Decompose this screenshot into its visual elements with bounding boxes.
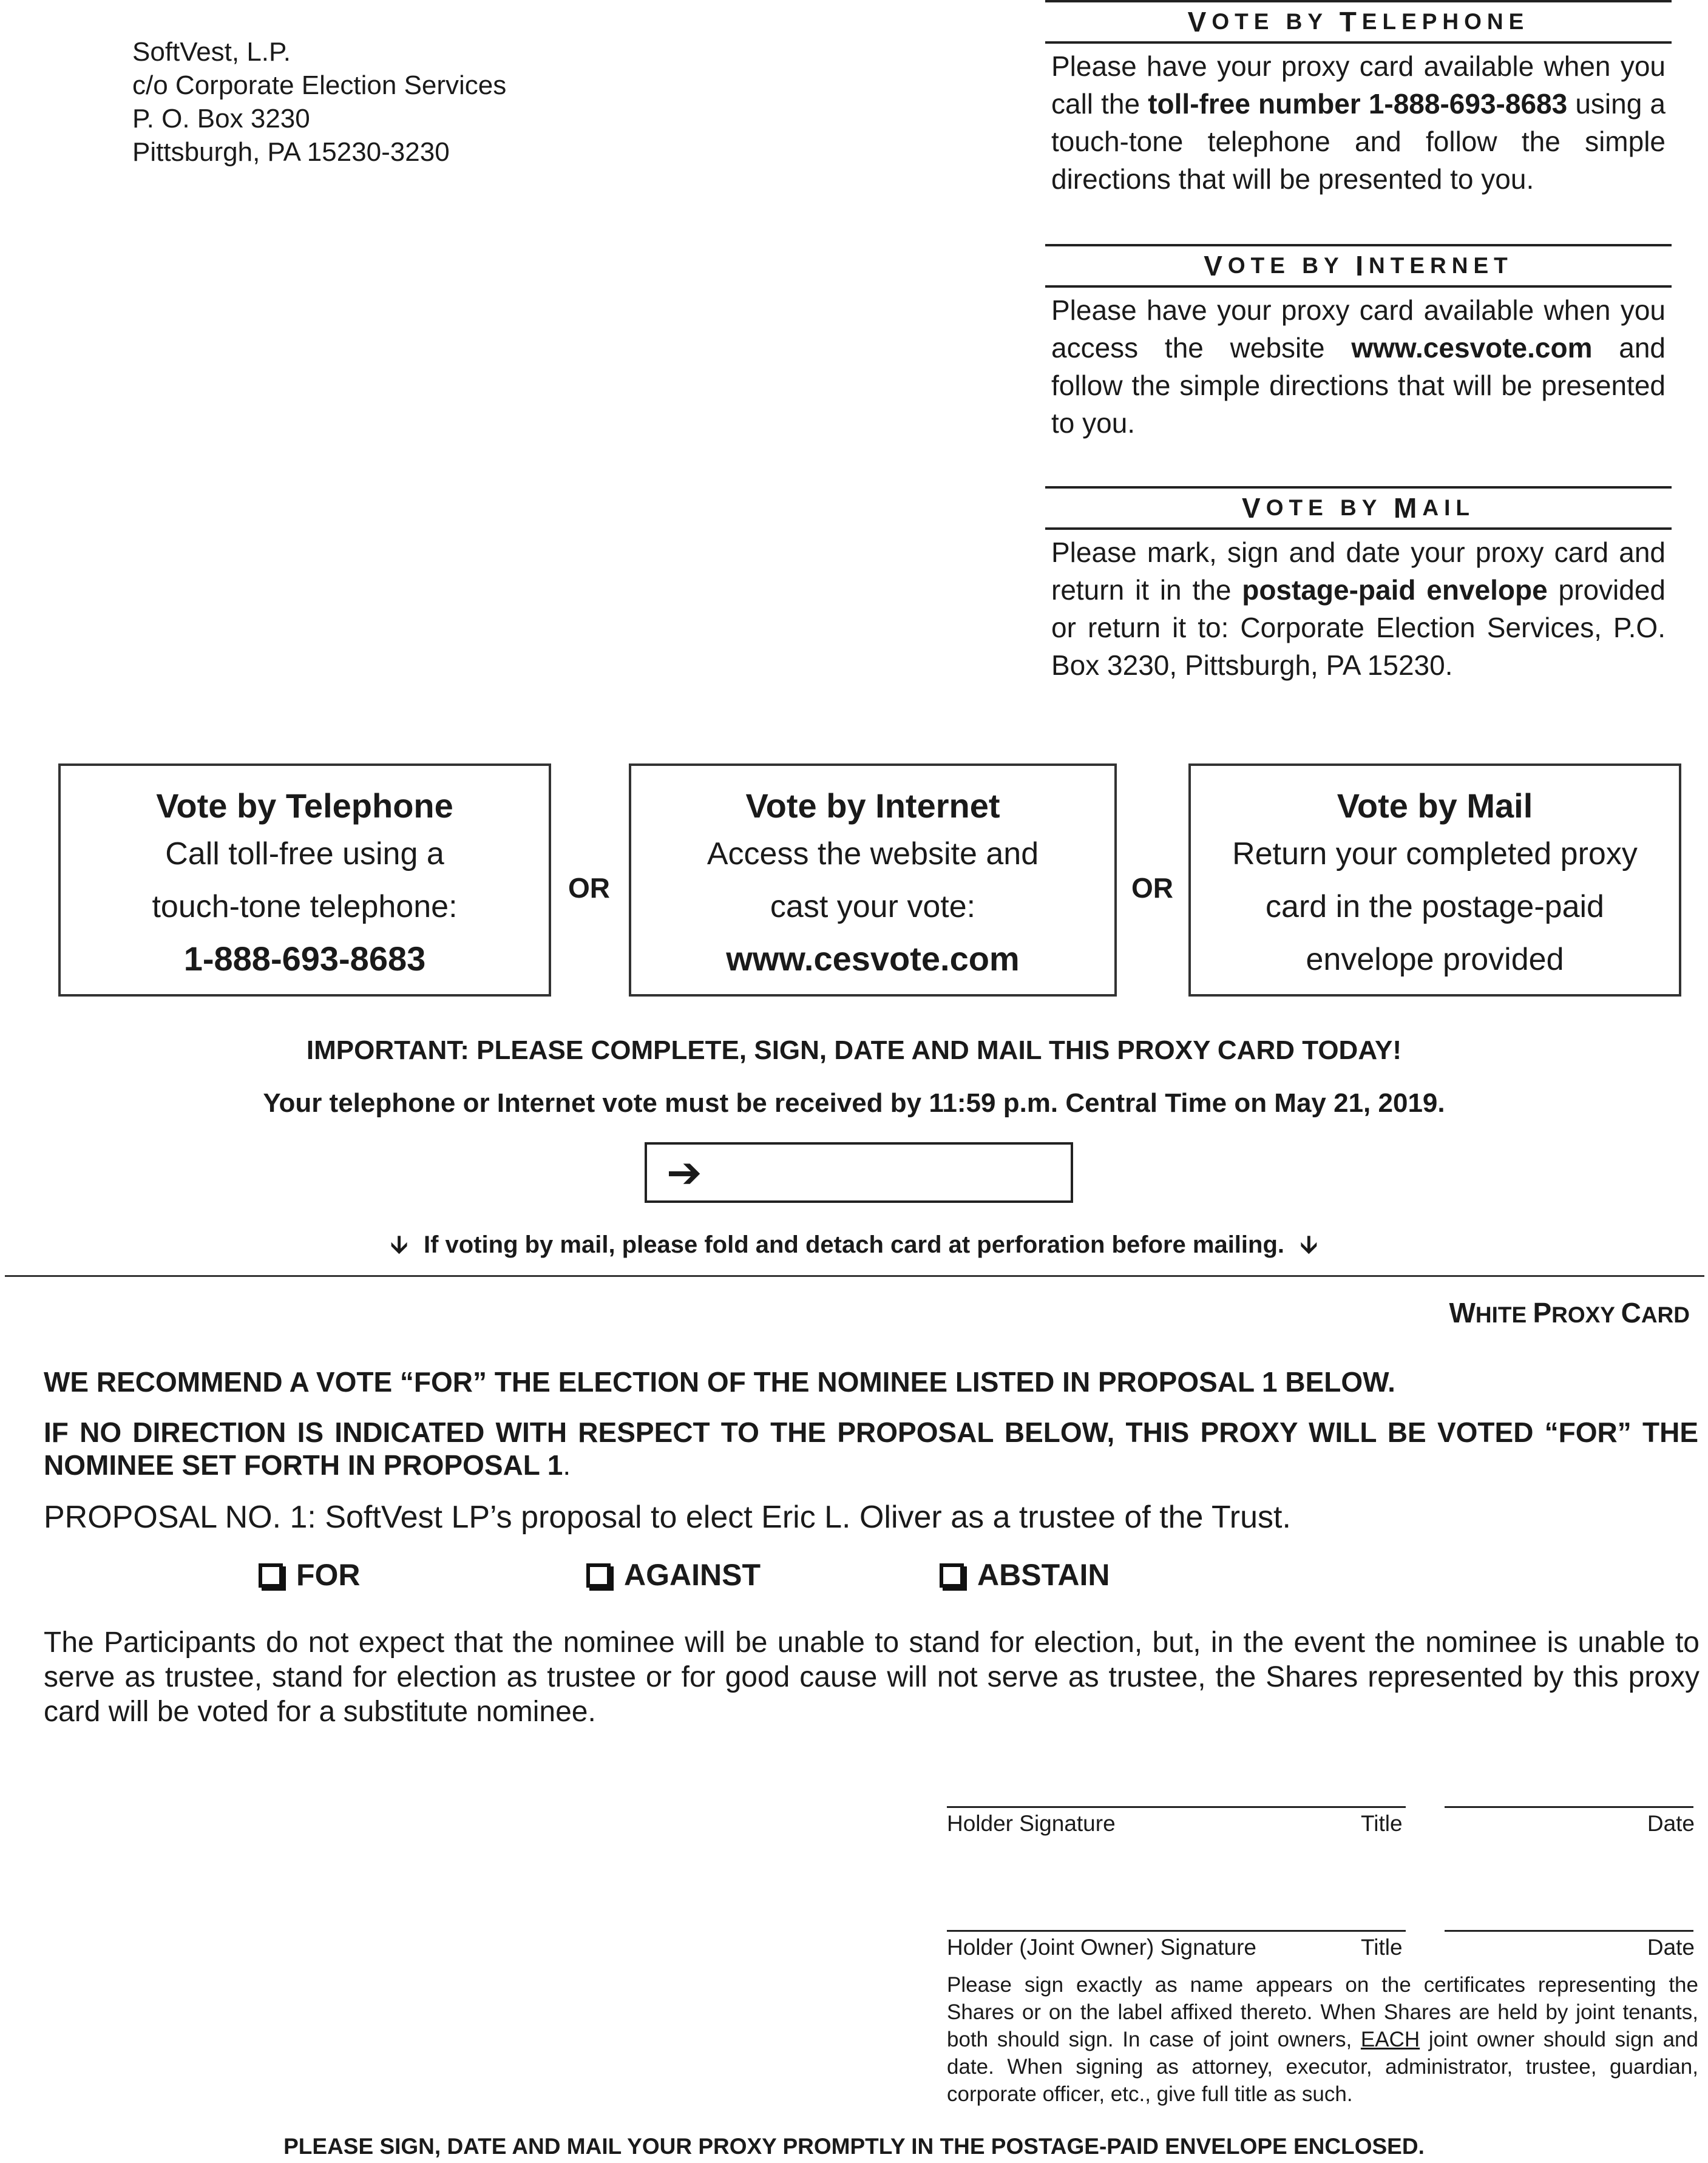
box-line: card in the postage-paid <box>1266 889 1604 924</box>
telephone-panel-title: Vote by Telephone <box>1045 0 1672 44</box>
title-label: Title <box>1361 1811 1403 1836</box>
box-line: Return your completed proxy <box>1232 836 1638 872</box>
date-label: Date <box>1647 1811 1695 1836</box>
box-line: touch-tone telephone: <box>152 889 458 924</box>
return-address: SoftVest, L.P. c/o Corporate Election Se… <box>132 35 506 169</box>
box-line: envelope provided <box>1306 942 1564 977</box>
holder-signature-label: Holder Signature <box>947 1811 1116 1836</box>
mail-panel-title: Vote by Mail <box>1045 486 1672 530</box>
address-line: Pittsburgh, PA 15230-3230 <box>132 137 450 167</box>
holder-date-line[interactable] <box>1445 1806 1693 1808</box>
internet-panel-title: Vote by Internet <box>1045 244 1672 288</box>
telephone-vote-box: Vote by Telephone Call toll-free using a… <box>58 763 551 997</box>
card-label: White Proxy Card <box>1449 1297 1690 1329</box>
option-abstain[interactable]: ABSTAIN <box>940 1557 1110 1593</box>
telephone-panel-text: Please have your proxy card available wh… <box>1051 50 1666 195</box>
phone-number: 1-888-693-8683 <box>183 939 426 978</box>
participants-text: The Participants do not expect that the … <box>44 1626 1700 1728</box>
option-for[interactable]: FOR <box>259 1557 361 1593</box>
box-line: cast your vote: <box>770 889 976 924</box>
recommendation: WE RECOMMEND A VOTE “FOR” THE ELECTION O… <box>44 1366 1395 1398</box>
internet-panel: Vote by Internet Please have your proxy … <box>1045 244 1672 442</box>
joint-date-line[interactable] <box>1445 1930 1693 1932</box>
box-title: Vote by Internet <box>745 787 1000 825</box>
holder-signature-line[interactable] <box>947 1806 1406 1808</box>
website-link[interactable]: www.cesvote.com <box>726 939 1020 978</box>
checkbox-abstain[interactable] <box>940 1563 964 1588</box>
or-label: OR <box>1131 872 1173 904</box>
proposal-text: PROPOSAL NO. 1: SoftVest LP’s proposal t… <box>44 1500 1291 1535</box>
mail-vote-box: Vote by Mail Return your completed proxy… <box>1188 763 1681 997</box>
fold-instruction: 🡫If voting by mail, please fold and deta… <box>390 1231 1318 1258</box>
address-line: SoftVest, L.P. <box>132 37 291 67</box>
title-label: Title <box>1361 1935 1403 1960</box>
no-direction-notice: IF NO DIRECTION IS INDICATED WITH RESPEC… <box>44 1417 1698 1481</box>
important-notice: IMPORTANT: PLEASE COMPLETE, SIGN, DATE A… <box>306 1035 1402 1065</box>
address-line: P. O. Box 3230 <box>132 104 310 134</box>
arrow-down-icon: 🡫 <box>390 1231 408 1258</box>
internet-panel-text: Please have your proxy card available wh… <box>1051 294 1666 439</box>
internet-vote-box: Vote by Internet Access the website and … <box>629 763 1117 997</box>
arrow-right-icon: ➔ <box>666 1149 702 1196</box>
box-line: Call toll-free using a <box>165 836 444 872</box>
box-title: Vote by Telephone <box>156 787 453 825</box>
telephone-panel: Vote by Telephone Please have your proxy… <box>1045 0 1672 198</box>
box-title: Vote by Mail <box>1337 787 1533 825</box>
option-against[interactable]: AGAINST <box>586 1557 761 1593</box>
joint-signature-line[interactable] <box>947 1930 1406 1932</box>
joint-signature-label: Holder (Joint Owner) Signature <box>947 1935 1256 1960</box>
mail-panel-text: Please mark, sign and date your proxy ca… <box>1051 537 1666 681</box>
address-line: c/o Corporate Election Services <box>132 70 507 100</box>
box-line: Access the website and <box>707 836 1039 872</box>
or-label: OR <box>568 872 610 904</box>
checkbox-for[interactable] <box>259 1563 283 1588</box>
footer-notice: PLEASE SIGN, DATE AND MAIL YOUR PROXY PR… <box>283 2134 1425 2159</box>
deadline-notice: Your telephone or Internet vote must be … <box>263 1088 1445 1118</box>
date-label: Date <box>1647 1935 1695 1960</box>
sign-instructions: Please sign exactly as name appears on t… <box>947 1973 1698 2106</box>
checkbox-against[interactable] <box>586 1563 611 1588</box>
arrow-down-icon: 🡫 <box>1300 1231 1318 1258</box>
control-number-box: ➔ <box>645 1142 1073 1203</box>
perforation-line <box>5 1275 1704 1277</box>
mail-panel: Vote by Mail Please mark, sign and date … <box>1045 486 1672 684</box>
